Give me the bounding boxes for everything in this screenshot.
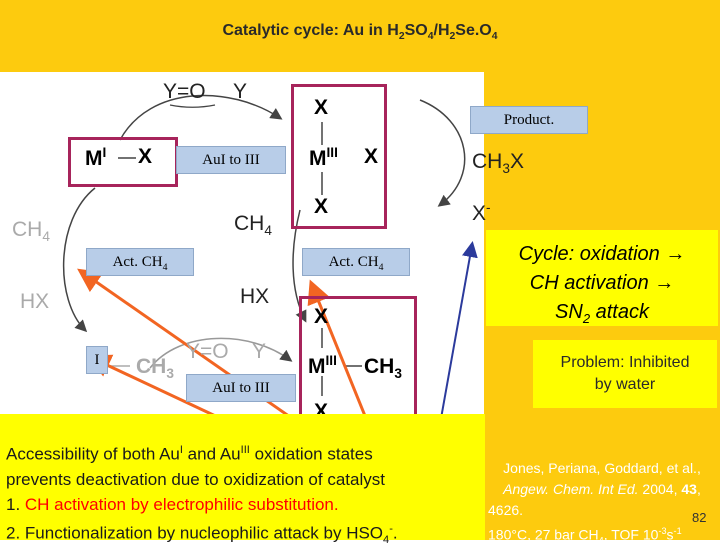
m-iii-bottom: MIII	[308, 353, 337, 378]
product-arrow	[419, 99, 466, 207]
hx-mid: HX	[240, 285, 270, 308]
hx-left: HX	[20, 290, 50, 313]
oxidation-arrow-top	[119, 94, 283, 141]
explanation-text: Accessibility of both AuI and AuIII oxid…	[6, 444, 398, 546]
ch3-right: CH3	[364, 355, 402, 382]
y-eq-o-bottom: Y=O	[186, 340, 229, 363]
au-iii-intermediate-box	[291, 84, 387, 229]
x-top: X	[138, 145, 153, 168]
roman-one-label: I	[86, 346, 108, 374]
m-i-top: MI	[85, 145, 107, 170]
ch4-arrow-left	[62, 187, 96, 333]
x-upper: X	[314, 96, 329, 119]
ch3x-product: CH3X	[472, 150, 524, 177]
m-iii-top: MIII	[309, 145, 338, 170]
y-top: Y	[233, 80, 248, 103]
x-bottom-upper: X	[314, 305, 329, 328]
cycle-summary-box	[486, 230, 718, 326]
cycle-summary-text: Cycle: oxidation → CH activation → SN2 a…	[518, 243, 686, 326]
ch4-left: CH4	[12, 218, 50, 245]
au-i-to-iii-top-label: AuI to III	[176, 146, 286, 174]
x-lower: X	[314, 195, 329, 218]
product-label: Product.	[470, 106, 588, 134]
oxidation-curve-top	[169, 104, 216, 108]
y-eq-o-top: Y=O	[163, 80, 206, 103]
slide-title: Catalytic cycle: Au in H2SO4/H2Se.O4	[222, 22, 498, 43]
reference-citation: Jones, Periana, Goddard, et al., Angew. …	[488, 460, 701, 546]
x-minus: X-	[472, 200, 491, 225]
act-ch4-right-label: Act. CH4	[302, 248, 410, 276]
slide-number: 82	[692, 510, 707, 525]
x-right-top: X	[364, 145, 379, 168]
ch4-mid: CH4	[234, 212, 272, 239]
oxidation-arrow-bottom	[149, 337, 293, 369]
act-ch4-left-label: Act. CH4	[86, 248, 194, 276]
title-bar	[0, 0, 720, 72]
ch3-bottom: CH3	[136, 355, 174, 382]
problem-text: Problem: Inhibited by water	[560, 354, 690, 393]
au-i-to-iii-bottom-label: AuI to III	[186, 374, 296, 402]
explanation-box	[0, 414, 485, 540]
y-bottom: Y	[252, 340, 267, 363]
problem-box	[533, 340, 717, 408]
